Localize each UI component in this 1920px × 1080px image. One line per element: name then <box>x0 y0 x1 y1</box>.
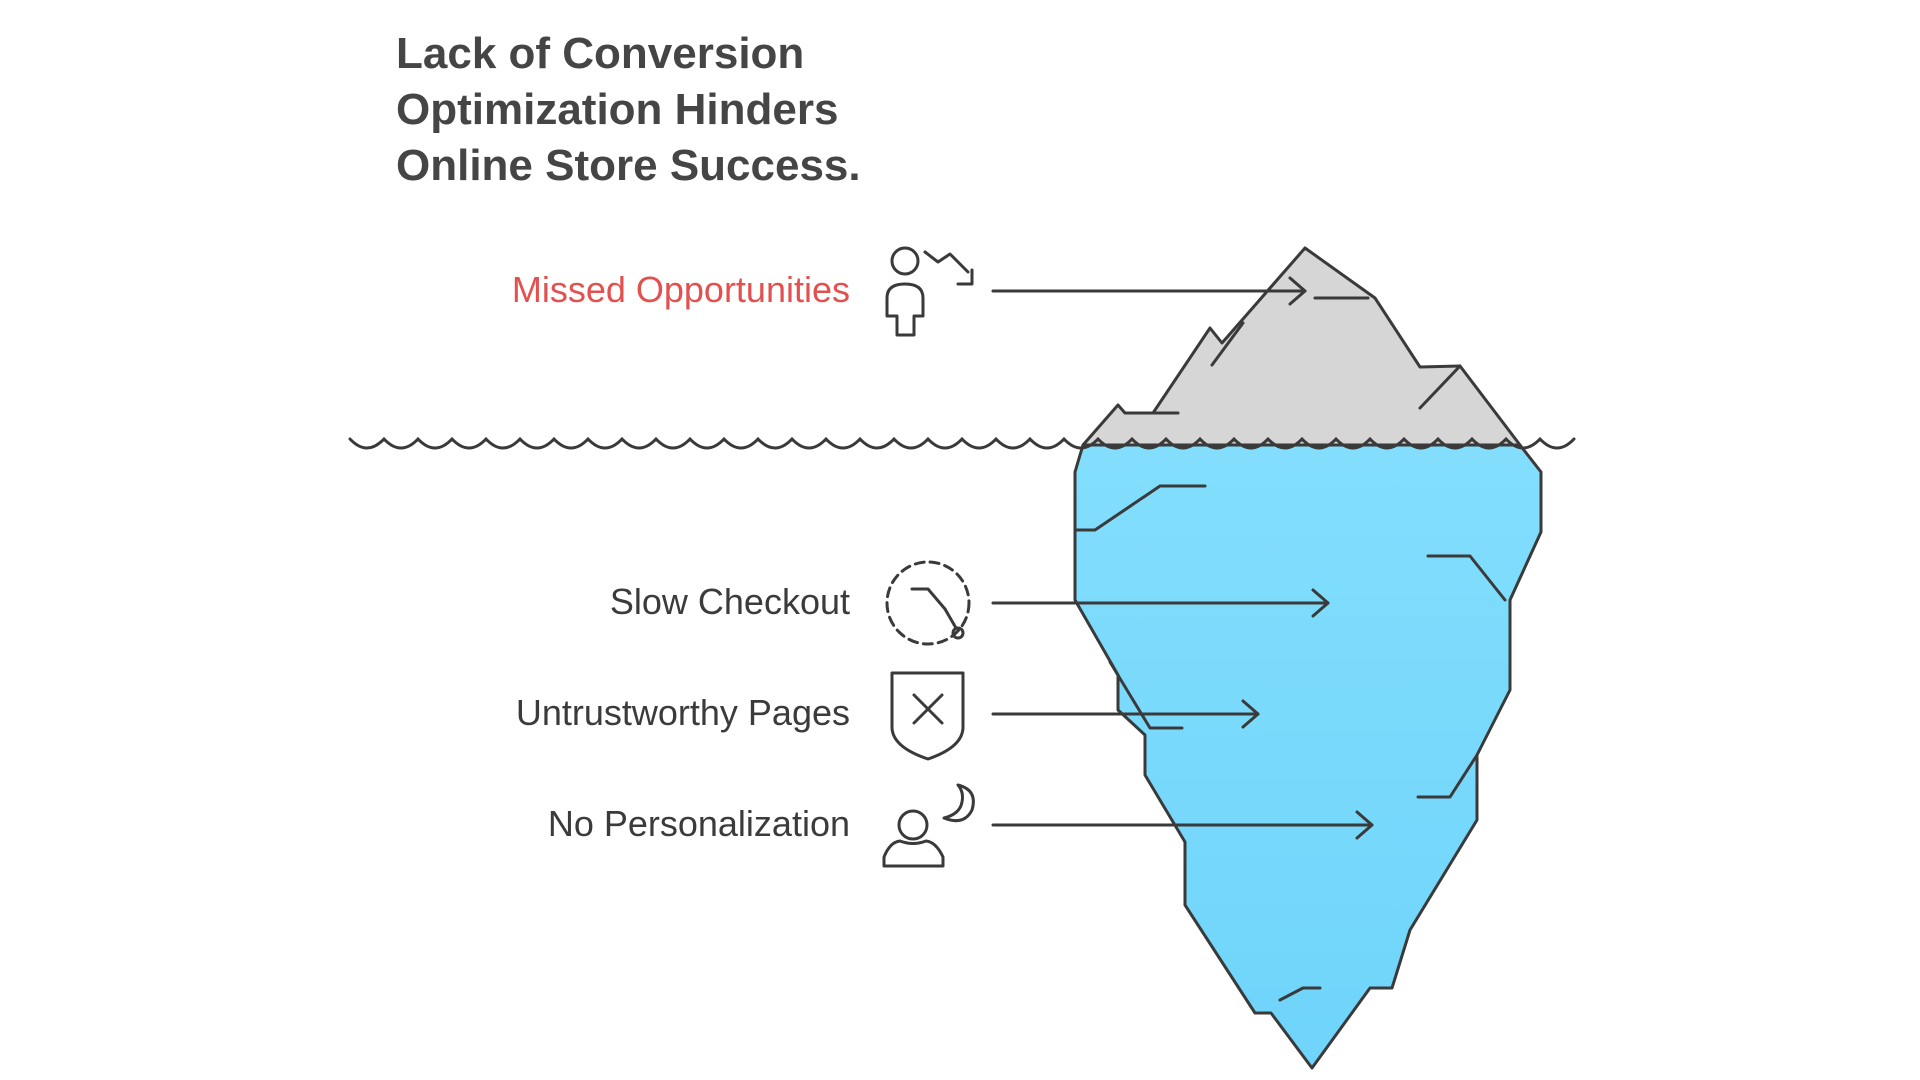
arrow-missed-opportunities <box>991 276 1307 306</box>
arrow-untrustworthy-pages <box>991 699 1260 729</box>
water-line <box>348 436 1576 450</box>
user-moon-icon <box>882 783 975 868</box>
shield-x-icon <box>890 671 965 761</box>
iceberg-underwater <box>1073 443 1543 1070</box>
label-untrustworthy-pages: Untrustworthy Pages <box>515 692 850 733</box>
title-line-2: Optimization Hinders <box>396 85 839 134</box>
dashed-circle-arrow-icon <box>885 560 971 646</box>
label-no-personalization: No Personalization <box>547 803 850 844</box>
person-trend-down-icon <box>885 246 974 337</box>
iceberg-tip <box>1081 246 1522 447</box>
page-title: Lack of Conversion Optimization Hinders … <box>396 26 956 194</box>
label-missed-opportunities: Missed Opportunities <box>511 269 850 310</box>
label-slow-checkout: Slow Checkout <box>609 581 850 622</box>
title-line-3: Online Store Success. <box>396 141 861 190</box>
title-line-1: Lack of Conversion <box>396 29 805 78</box>
underwater-crack-lines <box>1073 484 1507 1002</box>
arrow-no-personalization <box>991 810 1374 840</box>
arrow-slow-checkout <box>991 588 1330 618</box>
tip-crack-lines <box>1123 296 1462 415</box>
